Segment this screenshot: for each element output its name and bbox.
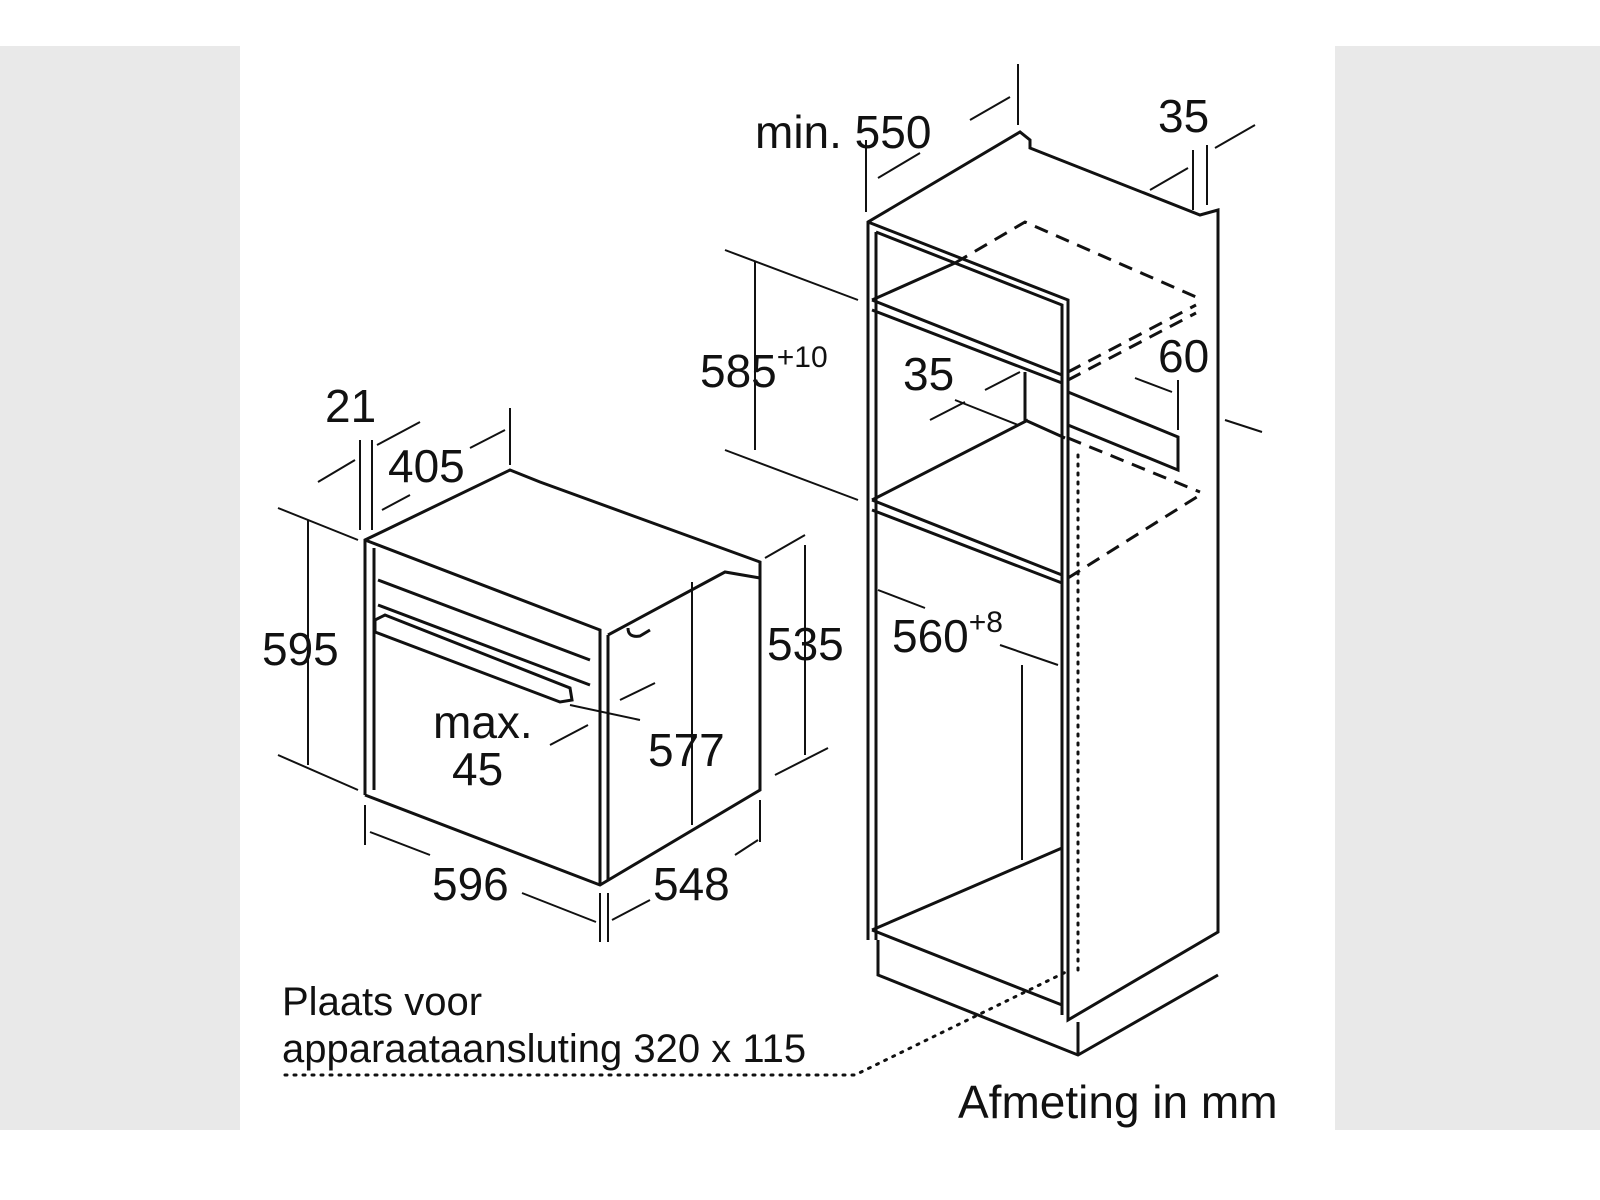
oven-outline xyxy=(363,468,762,887)
label-back-gap: 35 xyxy=(1158,90,1209,142)
oven-outline-dashed xyxy=(954,220,1201,580)
oven-handle xyxy=(373,613,574,704)
label-oven-depth: 548 xyxy=(653,858,730,910)
diagram-background xyxy=(240,46,1335,1130)
label-oven-width: 596 xyxy=(432,858,509,910)
oven-dimension-lines xyxy=(277,408,829,942)
cabinet-inner-edges xyxy=(871,230,1066,1015)
niche-width-value: 560 xyxy=(892,610,969,662)
cabinet-dimension-lines xyxy=(724,64,1263,860)
label-vent-depth: 35 xyxy=(903,348,954,400)
dimension-labels: min. 550 35 585+10 35 60 560+8 21 405 59… xyxy=(262,90,1278,1128)
label-vent-height: 60 xyxy=(1158,330,1209,382)
label-handle-depth: 45 xyxy=(452,743,503,795)
label-oven-front-thickness: 21 xyxy=(325,380,376,432)
dimension-lines xyxy=(277,64,1263,1077)
label-cabinet-depth: min. 550 xyxy=(755,106,931,158)
niche-height-value: 585 xyxy=(700,345,777,397)
label-niche-height: 585+10 xyxy=(700,341,828,397)
right-margin xyxy=(1335,46,1600,1130)
connection-guide-line xyxy=(283,968,1072,1077)
connection-note-line1: Plaats voor xyxy=(282,980,482,1024)
cabinet-plinth xyxy=(876,940,1219,1057)
oven-edges xyxy=(364,538,761,885)
vent-opening-hatched xyxy=(1066,389,1180,473)
label-oven-inner-height: 577 xyxy=(648,724,725,776)
connection-note-line2: apparaataansluting 320 x 115 xyxy=(282,1027,806,1071)
units-note: Afmeting in mm xyxy=(958,1076,1278,1128)
niche-height-tolerance: +10 xyxy=(777,341,828,374)
left-margin xyxy=(0,46,240,1130)
label-oven-body-height: 535 xyxy=(767,618,844,670)
cabinet-outline xyxy=(866,130,1220,1023)
oven-drawing xyxy=(363,468,762,887)
label-niche-width: 560+8 xyxy=(892,606,1003,662)
cabinet-drawing xyxy=(866,130,1220,1057)
niche-width-tolerance: +8 xyxy=(969,606,1003,639)
label-oven-top-depth: 405 xyxy=(388,440,465,492)
label-handle-max: max. xyxy=(433,696,533,748)
label-oven-height: 595 xyxy=(262,623,339,675)
